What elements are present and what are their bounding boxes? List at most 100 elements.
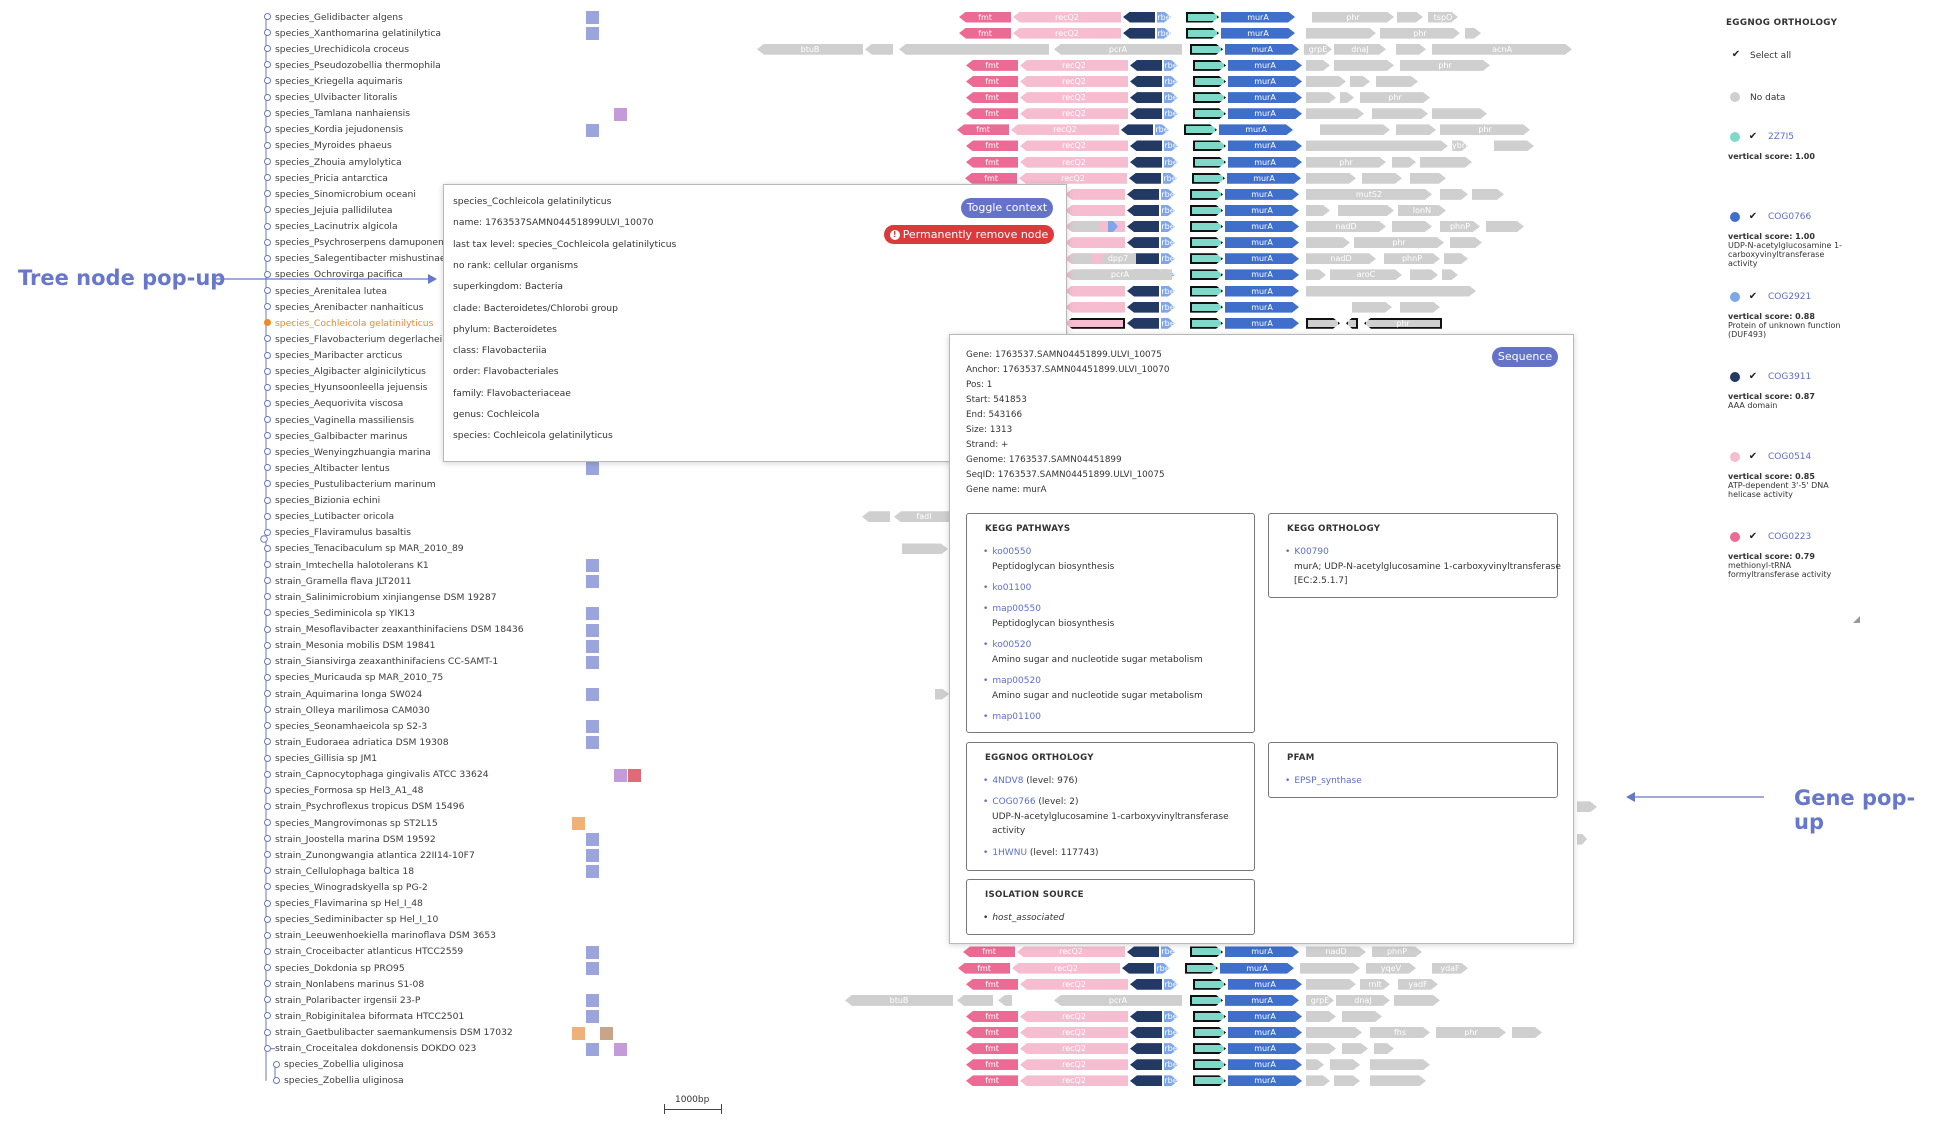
gene-arrow[interactable]: rbe bbox=[1161, 286, 1175, 297]
gene-arrow[interactable] bbox=[1370, 1075, 1426, 1086]
legend-checkbox[interactable]: ✔ bbox=[1748, 131, 1758, 142]
gene-arrow[interactable]: murA bbox=[1228, 140, 1302, 151]
tree-node[interactable]: species_Zhouia amylolytica bbox=[264, 154, 402, 170]
tree-node-label[interactable]: strain_Cellulophaga baltica 18 bbox=[275, 865, 415, 877]
gene-arrow[interactable]: murA bbox=[1228, 92, 1302, 103]
gene-arrow[interactable] bbox=[1342, 1043, 1368, 1054]
gene-arrow[interactable]: murA bbox=[1225, 286, 1299, 297]
gene-arrow[interactable] bbox=[1362, 173, 1402, 184]
tree-node-circle-icon[interactable] bbox=[264, 915, 271, 923]
tree-node[interactable]: species_Sediminibacter sp Hel_I_10 bbox=[264, 912, 438, 928]
tree-node-circle-icon[interactable] bbox=[273, 1060, 280, 1068]
tree-node[interactable]: species_Flaviramulus basaltis bbox=[264, 525, 411, 541]
gene-arrow[interactable]: fmt bbox=[958, 962, 1010, 974]
gene-arrow[interactable] bbox=[1306, 205, 1330, 216]
tree-node-label[interactable]: species_Seonamhaeicola sp S2-3 bbox=[275, 720, 428, 732]
tree-node-label[interactable]: species_Zhouia amylolytica bbox=[275, 156, 402, 168]
gene-arrow[interactable]: rbe bbox=[1161, 189, 1175, 200]
tree-node[interactable]: species_Sinomicrobium oceani bbox=[264, 186, 416, 202]
gene-arrow[interactable] bbox=[1065, 317, 1125, 329]
gene-arrow[interactable] bbox=[1127, 204, 1159, 216]
gene-arrow[interactable] bbox=[1190, 318, 1223, 329]
gene-arrow[interactable] bbox=[1486, 221, 1524, 232]
gene-arrow[interactable]: grpE bbox=[1304, 44, 1332, 55]
gene-arrow[interactable] bbox=[1472, 189, 1504, 200]
tree-node-label[interactable]: species_Winogradskyella sp PG-2 bbox=[275, 881, 428, 893]
kegg-pathway-link[interactable]: ko00550 bbox=[992, 547, 1032, 557]
tree-node[interactable]: species_Maribacter arcticus bbox=[264, 348, 402, 364]
gene-arrow[interactable] bbox=[1306, 76, 1346, 87]
tree-node-label[interactable]: species_Lutibacter oricola bbox=[275, 511, 395, 523]
tree-node[interactable]: species_Wenyingzhuangia marina bbox=[264, 444, 431, 460]
tree-node-label[interactable]: species_Sediminicola sp YIK13 bbox=[275, 607, 416, 619]
tree-node-circle-icon[interactable] bbox=[264, 931, 271, 939]
gene-arrow[interactable] bbox=[1306, 286, 1476, 297]
gene-arrow[interactable]: murA bbox=[1221, 28, 1295, 39]
tree-node-circle-icon[interactable] bbox=[264, 561, 271, 569]
tree-node-circle-icon[interactable] bbox=[264, 593, 271, 601]
tree-node[interactable]: species_Mangrovimonas sp ST2L15 bbox=[264, 815, 438, 831]
gene-arrow[interactable] bbox=[1192, 173, 1225, 184]
gene-arrow[interactable] bbox=[1193, 60, 1226, 71]
tree-node-label[interactable]: species_Ochrovirga pacifica bbox=[275, 269, 403, 281]
tree-node-label[interactable]: species_Wenyingzhuangia marina bbox=[275, 446, 431, 458]
tree-node[interactable]: species_Zobellia uliginosa bbox=[273, 1073, 404, 1089]
legend-checkbox[interactable]: ✔ bbox=[1748, 531, 1758, 542]
gene-arrow[interactable]: recQ2 bbox=[1020, 75, 1128, 87]
tree-node-circle-icon[interactable] bbox=[264, 158, 271, 166]
tree-node[interactable]: strain_Capnocytophaga gingivalis ATCC 33… bbox=[264, 767, 489, 783]
tree-node-circle-icon[interactable] bbox=[264, 802, 271, 810]
gene-arrow[interactable]: recQ2 bbox=[1020, 978, 1128, 990]
gene-arrow[interactable] bbox=[1334, 60, 1394, 71]
gene-arrow[interactable]: phnP bbox=[1372, 946, 1422, 957]
gene-arrow[interactable]: recQ2 bbox=[1020, 156, 1128, 168]
tree-node[interactable]: strain_Gaetbulibacter saemankumensis DSM… bbox=[264, 1025, 513, 1041]
gene-arrow[interactable]: recQ2 bbox=[1020, 1059, 1128, 1071]
gene-arrow[interactable] bbox=[1400, 302, 1440, 313]
tree-node[interactable]: species_Cochleicola gelatinilyticus bbox=[264, 315, 433, 331]
tree-node-label[interactable]: species_Aequorivita viscosa bbox=[275, 398, 404, 410]
tree-node-label[interactable]: species_Kriegella aquimaris bbox=[275, 75, 403, 87]
gene-arrow[interactable]: phr bbox=[1380, 28, 1460, 39]
gene-arrow[interactable] bbox=[1065, 188, 1125, 200]
gene-arrow[interactable]: murA bbox=[1228, 979, 1302, 990]
gene-arrow[interactable]: fmt bbox=[966, 1059, 1018, 1071]
tree-node[interactable]: species_Seonamhaeicola sp S2-3 bbox=[264, 718, 428, 734]
tree-node-circle-icon[interactable] bbox=[264, 238, 271, 246]
tree-node[interactable]: strain_Polaribacter irgensii 23-P bbox=[264, 992, 420, 1008]
gene-arrow[interactable]: rbe bbox=[1164, 1043, 1178, 1054]
tree-node[interactable]: strain_Mesonia mobilis DSM 19841 bbox=[264, 638, 436, 654]
gene-arrow[interactable] bbox=[1330, 1059, 1360, 1070]
gene-arrow[interactable] bbox=[1123, 11, 1155, 23]
tree-node-circle-icon[interactable] bbox=[264, 464, 271, 472]
tree-node-label[interactable]: strain_Olleya marilimosa CAM030 bbox=[275, 704, 430, 716]
gene-arrow[interactable]: recQ2 bbox=[1012, 962, 1120, 974]
gene-arrow[interactable] bbox=[1494, 140, 1534, 151]
gene-arrow[interactable] bbox=[1420, 157, 1472, 168]
legend-og-link[interactable]: COG0223 bbox=[1768, 532, 1812, 542]
tree-node-circle-icon[interactable] bbox=[264, 1028, 271, 1036]
tree-node-circle-icon[interactable] bbox=[264, 174, 271, 182]
tree-node-label[interactable]: strain_Mesonia mobilis DSM 19841 bbox=[275, 640, 436, 652]
gene-arrow[interactable] bbox=[1190, 269, 1223, 280]
tree-node[interactable]: species_Sediminicola sp YIK13 bbox=[264, 605, 416, 621]
gene-arrow[interactable]: fmt bbox=[966, 59, 1018, 71]
tree-node[interactable]: species_Formosa sp Hel3_A1_48 bbox=[264, 783, 424, 799]
gene-arrow[interactable]: yqeV bbox=[1366, 963, 1416, 974]
tree-node[interactable]: strain_Siansivirga zeaxanthinifaciens CC… bbox=[264, 654, 498, 670]
tree-node[interactable]: species_Pricia antarctica bbox=[264, 170, 388, 186]
tree-node[interactable]: strain_Croceitalea dokdonensis DOKDO 023 bbox=[264, 1041, 476, 1057]
tree-node-circle-icon[interactable] bbox=[264, 109, 271, 117]
tree-node-label[interactable]: species_Lacinutrix algicola bbox=[275, 221, 398, 233]
gene-arrow[interactable]: murA bbox=[1228, 60, 1302, 71]
gene-arrow[interactable] bbox=[1392, 221, 1432, 232]
gene-arrow[interactable] bbox=[935, 689, 949, 700]
gene-arrow[interactable] bbox=[1130, 1027, 1162, 1039]
tree-node-label[interactable]: species_Formosa sp Hel3_A1_48 bbox=[275, 785, 424, 797]
tree-node[interactable]: strain_Leeuwenhoekiella marinoflava DSM … bbox=[264, 928, 496, 944]
tree-node-circle-icon[interactable] bbox=[264, 29, 271, 37]
gene-arrow[interactable] bbox=[1190, 253, 1223, 264]
gene-arrow[interactable] bbox=[957, 994, 993, 1006]
gene-arrow[interactable]: ybrD bbox=[1452, 140, 1468, 151]
gene-arrow[interactable]: rnlt bbox=[1360, 979, 1390, 990]
